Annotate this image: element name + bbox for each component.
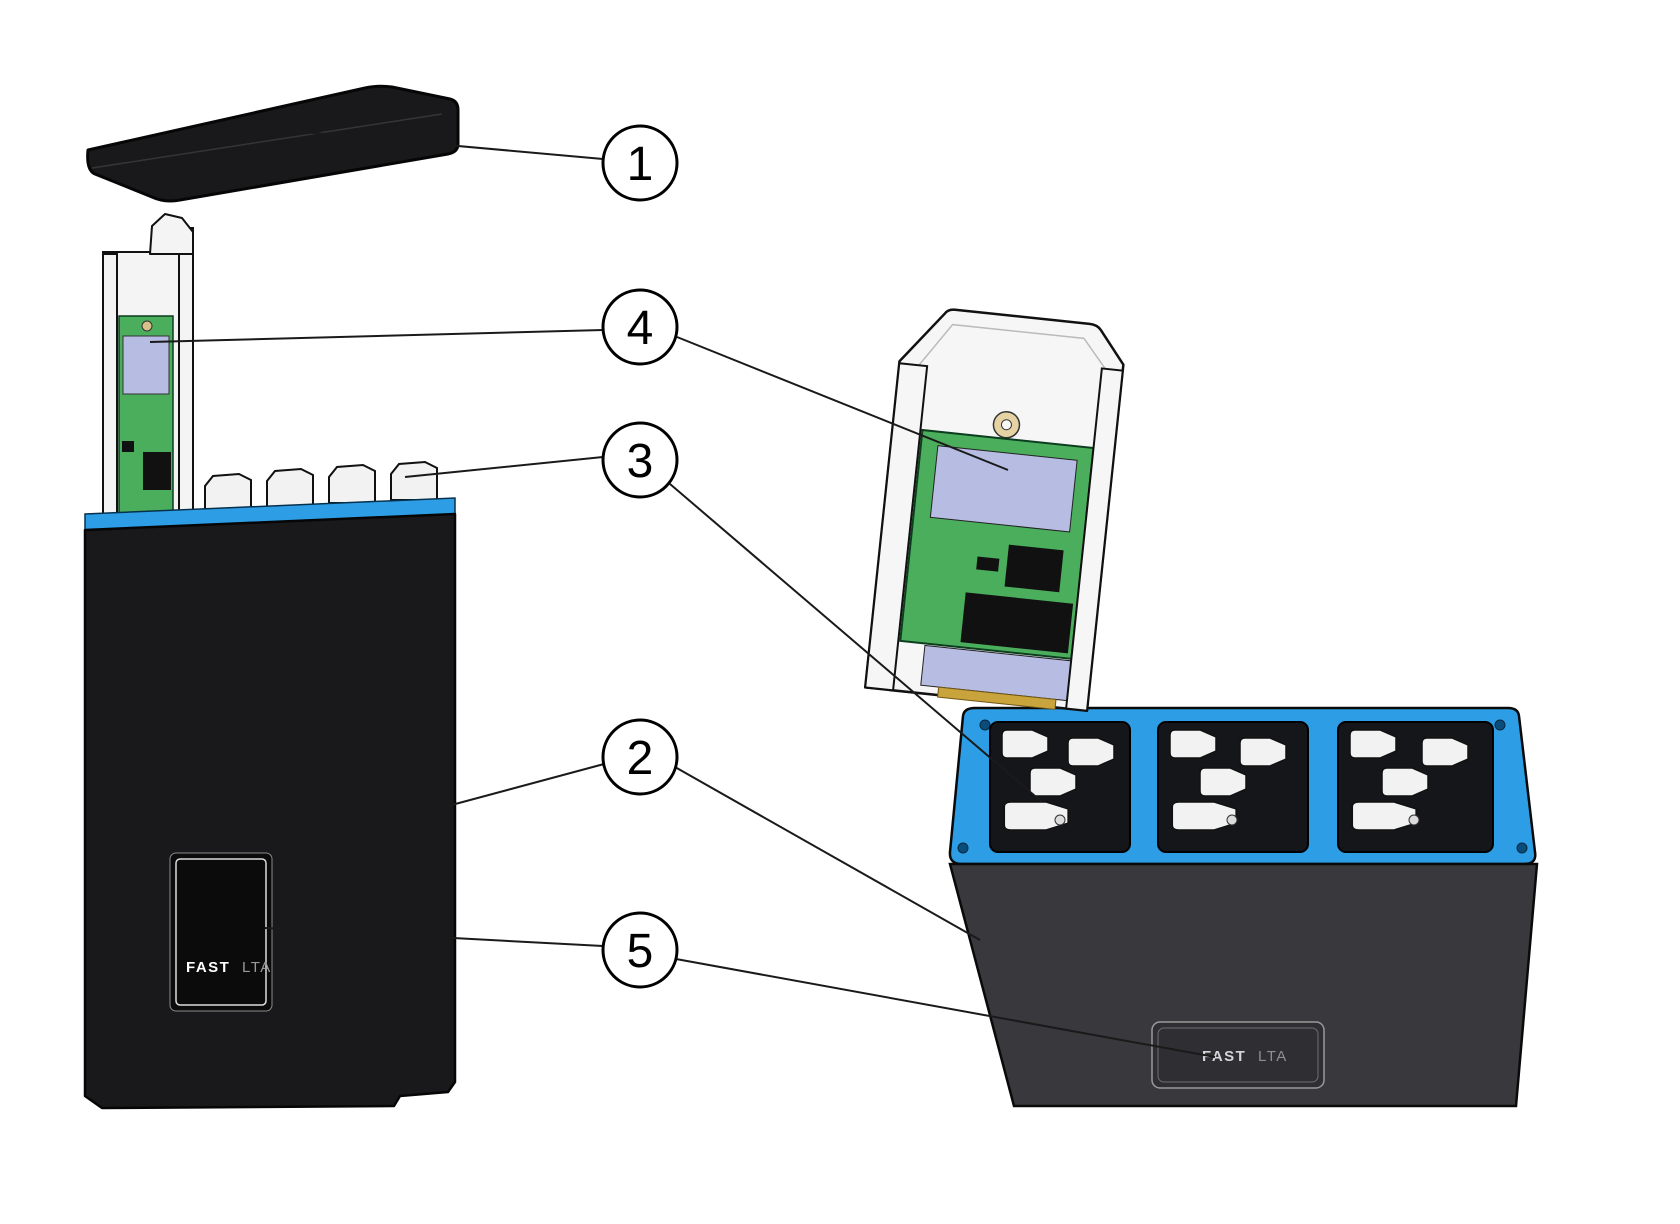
callout-number: 4 [627,302,654,355]
right-cartridge: FAST LTA [863,308,1539,1108]
corner-screw [1494,719,1506,731]
carrier-clip [204,473,252,513]
carrier-wall-right [1065,367,1124,712]
corner-screw [957,842,969,854]
carrier-top-tab [149,213,194,255]
enclosure-front-left [83,512,457,1110]
carrier-wall-left [864,362,929,692]
lid-edge-highlight [91,113,443,169]
slot-screw [1408,814,1420,826]
carrier-clip [1067,737,1115,767]
brand-label-left: FAST LTA [169,852,273,1012]
enclosure-front-right [948,862,1539,1108]
callout-circle [601,124,679,202]
carrier-rail-left [102,253,118,519]
carrier-clip [390,461,438,501]
carrier-rail-right [178,227,194,519]
label-frame-outer [1151,1021,1325,1089]
callout-1: 1 [601,124,679,202]
callout-circle [601,288,679,366]
carrier-clip [1170,800,1238,832]
carrier-clip [328,464,376,504]
callout-3: 3 [601,421,679,499]
carrier-slot-3 [1337,721,1494,853]
carrier-inner-wall [915,323,1110,374]
ssd-carrier-right [863,308,1125,712]
leader-4-right-module [676,336,1009,471]
label-frame-inner [175,858,267,1006]
callout-number: 1 [627,138,654,191]
callout-5: 5 [601,911,679,989]
frame-corner-screws [957,719,1528,854]
carrier-clip [1239,737,1287,767]
callout-number: 2 [627,732,654,785]
leader-4-left-module [149,329,604,343]
brand-bold: FAST [186,959,230,976]
carrier-clip [1001,729,1049,759]
carrier-clip [1381,767,1429,797]
carrier-screw-left [141,320,153,332]
leader-3-left-clips [404,456,604,478]
brand-light: LTA [1258,1048,1288,1065]
cartridge-lid [86,84,460,203]
callout-2: 2 [601,718,679,796]
leader-2-left-body [309,763,605,844]
callout-circle [601,911,679,989]
slot-screw [1226,814,1238,826]
corner-screw [1516,842,1528,854]
leader-5-left-label [264,927,604,947]
ssd-chip-mid-right [1004,544,1064,593]
ssd-chip-small-left [122,441,134,452]
label-frame-outer [169,852,273,1012]
ssd-label-chip-left [122,335,170,395]
ssd-label-chip-right [929,445,1078,533]
connector-fingers [937,686,1057,710]
ssd-chip-small-right [976,556,1000,572]
callout-number: 5 [627,925,654,978]
brand-text-left: FAST LTA [186,959,272,976]
leader-lines [149,129,1216,1058]
ssd-chip-large-right [960,592,1074,654]
carrier-clip [266,468,314,508]
left-cartridge: FAST LTA [83,84,460,1110]
label-frame-inner [1157,1027,1319,1083]
carrier-slot-2 [1157,721,1309,853]
carrier-clip [1029,767,1077,797]
slot-screw [1054,814,1066,826]
brand-text-right: FAST LTA [1202,1048,1288,1065]
callout-balloons: 1 4 3 2 5 [601,124,679,989]
carrier-clip [1169,729,1217,759]
carrier-slot-1 [989,721,1131,853]
carrier-clip [1199,767,1247,797]
brand-label-right: FAST LTA [1151,1021,1325,1089]
corner-screw [979,719,991,731]
leader-2-right-body [674,766,981,941]
callout-number: 3 [627,435,654,488]
leader-3-right-slot [669,483,1043,803]
carrier-clip [1421,737,1469,767]
carrier-clip [1349,729,1397,759]
brand-light: LTA [242,959,272,976]
callout-circle [601,421,679,499]
ssd-carrier-left [102,213,194,519]
carrier-clip [1350,800,1418,832]
brand-bold: FAST [1202,1048,1246,1065]
ssd-chip-left [143,452,171,490]
leader-5-right-label [675,958,1216,1058]
carrier-screw-center [1000,419,1012,431]
callout-circle [601,718,679,796]
callout-4: 4 [601,288,679,366]
leader-1-lid [279,129,604,160]
